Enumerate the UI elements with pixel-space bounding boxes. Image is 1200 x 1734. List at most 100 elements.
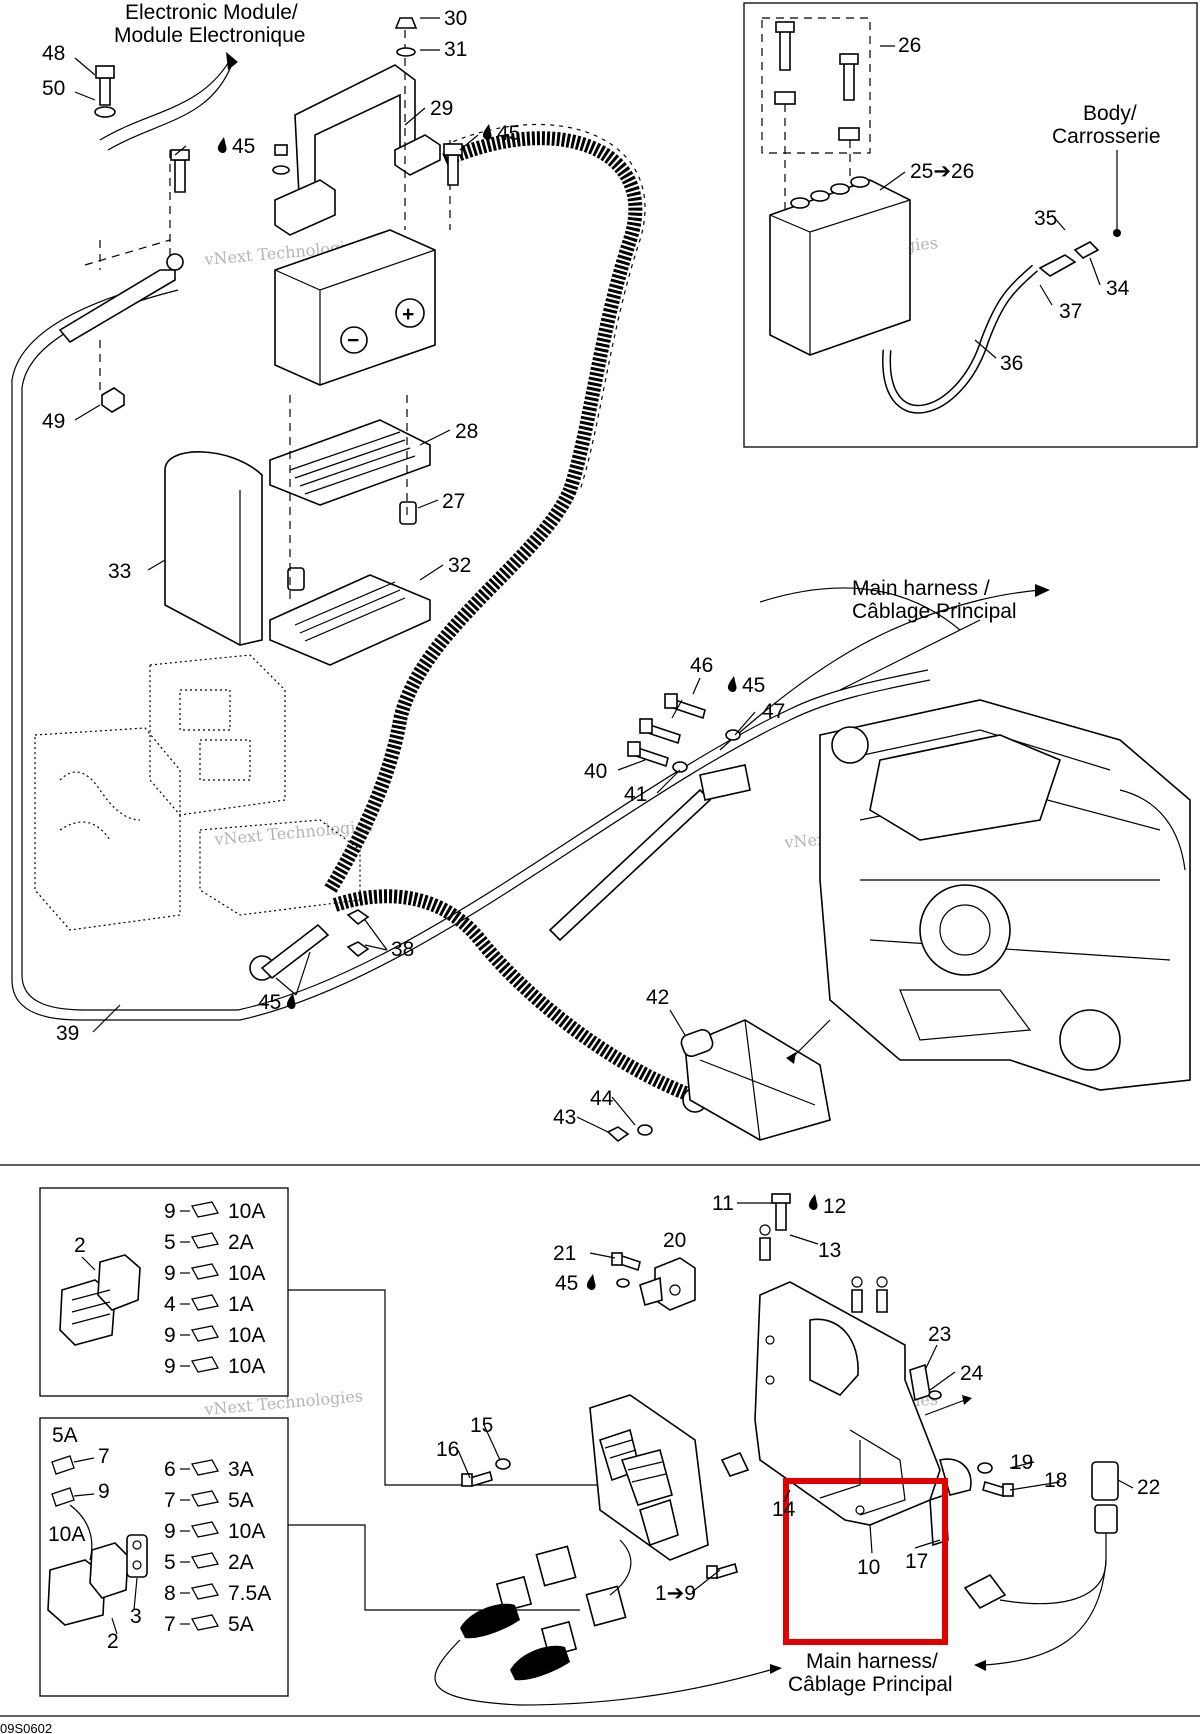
part-number: 38: [391, 938, 414, 961]
callout-cablage-principal-bottom: Câblage Principal: [788, 1673, 953, 1696]
watermark-text: vNext Technologies: [213, 816, 374, 849]
part-number: 50: [42, 77, 65, 100]
part-number: 39: [56, 1022, 79, 1045]
part-number: 21: [553, 1242, 576, 1265]
battery-negative-terminal-icon: [340, 326, 368, 354]
fuse-rating: 5A: [228, 1613, 254, 1636]
part-number: 26: [898, 34, 921, 57]
fuse-icon: [191, 1325, 219, 1342]
relay-20: [639, 1257, 696, 1311]
fuse-position: 6: [164, 1458, 176, 1481]
part-number: 41: [624, 783, 647, 806]
fuse-icon: [191, 1201, 219, 1218]
terminal-boot: [680, 1028, 714, 1058]
fuse-rating: 2A: [228, 1551, 254, 1574]
fuse-position: 4: [164, 1293, 176, 1316]
positive-cable-braid: [323, 131, 643, 894]
part-number: 11: [712, 1192, 734, 1215]
fuse-icon: [191, 1294, 219, 1311]
fuse-rating: 10A: [228, 1200, 265, 1223]
lubricant-drop-icon: [217, 124, 818, 1291]
battery-cover: [164, 451, 263, 646]
fuse-list-upper: 9 10A 5 2A 9 10A 4 1A 9 10A 9 10A: [164, 1200, 265, 1378]
fuse-rating: 2A: [228, 1231, 254, 1254]
fuse-box-lower-frame: [39, 1417, 289, 1697]
fuse-position: 7: [164, 1613, 176, 1636]
nut-49: [101, 387, 125, 413]
part-number: 2: [74, 1234, 86, 1257]
part-number: 17: [905, 1550, 928, 1573]
callout-main-harness-bottom: Main harness/: [806, 1650, 938, 1673]
part-number: 34: [1106, 277, 1130, 300]
fuse-position: 8: [164, 1582, 176, 1605]
fasteners-top: [94, 17, 463, 413]
part-number: 31: [444, 38, 467, 61]
part-number: 48: [42, 42, 65, 65]
fuse-icon: [191, 1583, 219, 1600]
engine-block: [819, 699, 1191, 1091]
spare-fuse-label: 10A: [48, 1523, 85, 1546]
fuse-icon: [191, 1232, 219, 1249]
part-number: 22: [1137, 1476, 1160, 1499]
fuse-rating: 10A: [228, 1262, 265, 1285]
svg-text:+: +: [402, 303, 414, 326]
callout-carrosserie: Carrosserie: [1052, 125, 1161, 148]
part-number: 45: [497, 122, 520, 145]
battery-support-plate: [269, 574, 431, 666]
part-number: 45: [258, 991, 281, 1014]
ecu-module: [589, 1394, 709, 1561]
highlight-box: [783, 1478, 948, 1645]
fuse-icon: [191, 1521, 219, 1538]
connector-22: [963, 1461, 1119, 1610]
part-number: 10: [857, 1556, 880, 1579]
fuse-position: 9: [164, 1520, 176, 1543]
fuse-icon: [191, 1263, 219, 1280]
battery: [274, 229, 436, 386]
fuse-rating: 10A: [228, 1520, 265, 1543]
watermark-text: vNext Technologies: [203, 1386, 364, 1419]
part-number: 44: [590, 1087, 614, 1110]
svg-text:−: −: [347, 329, 359, 352]
part-number: 33: [108, 560, 131, 583]
fuse-position: 9: [164, 1200, 176, 1223]
part-number: 42: [646, 986, 669, 1009]
part-number: 15: [470, 1414, 493, 1437]
fuse-position: 5: [164, 1231, 176, 1254]
fuse-rating: 1A: [228, 1293, 254, 1316]
part-number-labels-top: 30 31 48 50 29 45 45 26 25➔26 35 34 37 3…: [42, 7, 1130, 1129]
part-number: 30: [444, 7, 467, 30]
part-number: 32: [448, 554, 471, 577]
ground-cable-loop: [11, 279, 931, 1021]
part-number: 43: [553, 1106, 576, 1129]
part-number: 12: [823, 1195, 846, 1218]
fuse-icon: [191, 1552, 219, 1569]
ground-cable-loop-inner: [21, 289, 929, 1011]
electronic-module-outline: [149, 654, 286, 816]
fuse-rating: 7.5A: [228, 1582, 271, 1605]
part-number: 36: [1000, 352, 1023, 375]
fasteners-bottom: [461, 1193, 1014, 1580]
battery-tray: [269, 419, 431, 506]
battery-positive-terminal-icon: [395, 298, 425, 328]
part-number: 2: [107, 1630, 119, 1653]
callout-module-electronique: Module Electronique: [114, 24, 305, 47]
fuse-position: 7: [164, 1489, 176, 1512]
part-number: 49: [42, 410, 65, 433]
starter-cable-braid: [332, 889, 693, 1102]
part-number: 19: [1010, 1451, 1033, 1474]
spare-fuses: [51, 1455, 95, 1561]
part-number: 37: [1059, 300, 1082, 323]
figure-code: 09S0602: [0, 1721, 52, 1734]
part-number: 24: [960, 1362, 984, 1385]
part-number: 28: [455, 420, 478, 443]
fasteners-mid: [346, 693, 741, 1143]
part-number: 20: [663, 1229, 686, 1252]
part-number: 25➔26: [910, 160, 974, 183]
harness-connectors: [434, 1539, 771, 1706]
part-number: 23: [928, 1323, 951, 1346]
fuse-icon: [191, 1614, 219, 1631]
fuse-rating: 10A: [228, 1355, 265, 1378]
part-number: 29: [430, 97, 453, 120]
fuse-box-2-lower: [47, 1534, 148, 1626]
callout-cablage-principal-top: Câblage Principal: [852, 600, 1017, 623]
